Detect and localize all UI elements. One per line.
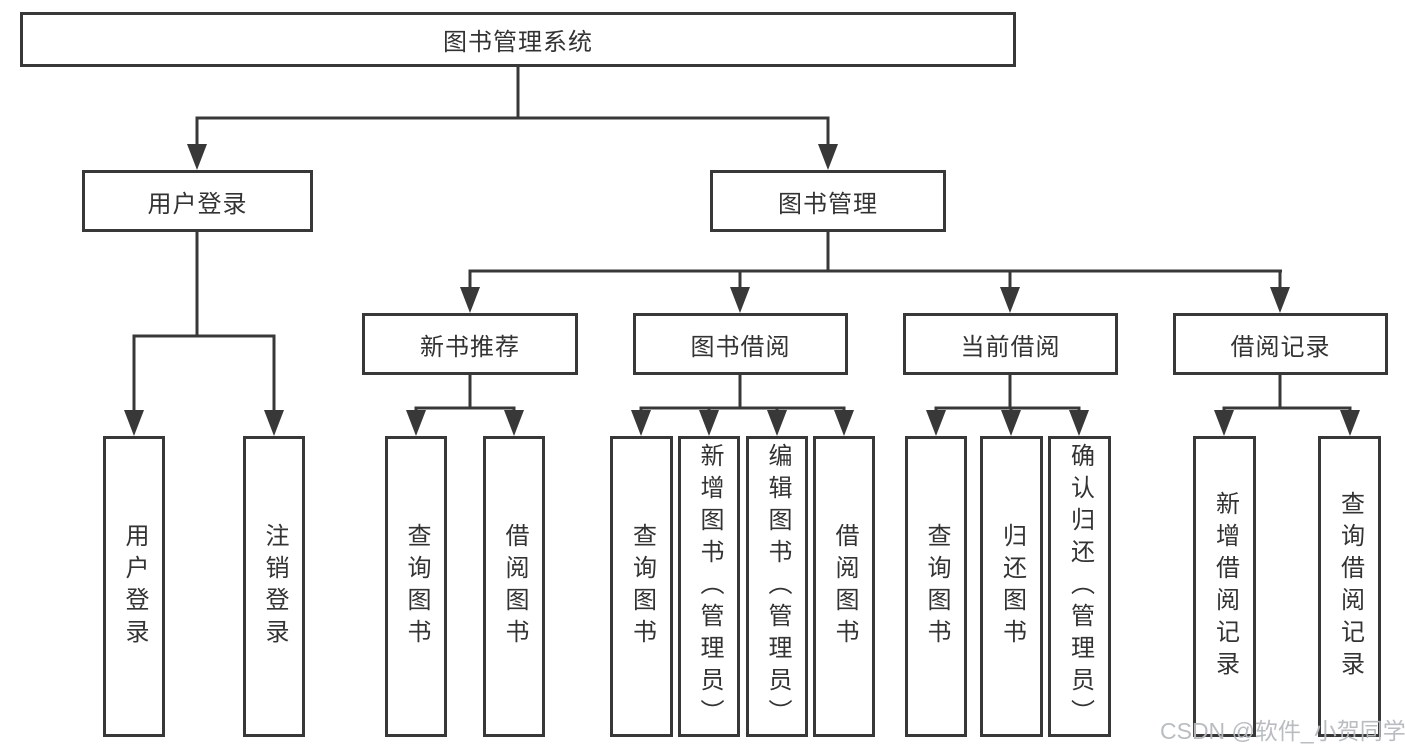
leaf-record-add-record-label: 新增借阅记录	[1211, 490, 1239, 683]
leaf-newbook-borrow-books-label: 借阅图书	[501, 522, 528, 651]
leaf-borrow-edit-book-admin: 编辑图书（管理员）	[746, 436, 808, 737]
node-book-management-label: 图书管理	[778, 190, 878, 218]
node-borrowing-records-label: 借阅记录	[1230, 333, 1331, 361]
node-borrowing-records: 借阅记录	[1173, 313, 1388, 375]
leaf-record-query-record: 查询借阅记录	[1318, 436, 1381, 737]
leaf-record-query-record-label: 查询借阅记录	[1336, 490, 1364, 683]
node-root-label: 图书管理系统	[443, 29, 593, 56]
node-root: 图书管理系统	[20, 12, 1016, 67]
leaf-borrow-edit-book-admin-label: 编辑图书（管理员）	[764, 442, 791, 731]
leaf-current-query-books: 查询图书	[905, 436, 967, 737]
leaf-borrow-borrow-books-label: 借阅图书	[831, 522, 858, 651]
leaf-borrow-query-books-label: 查询图书	[628, 522, 656, 651]
node-current-borrowing-label: 当前借阅	[960, 333, 1061, 361]
leaf-borrow-add-book-admin-label: 新增图书（管理员）	[696, 442, 723, 731]
leaf-borrow-add-book-admin: 新增图书（管理员）	[678, 436, 740, 737]
node-current-borrowing: 当前借阅	[903, 313, 1118, 375]
leaf-newbook-query-books: 查询图书	[385, 436, 447, 737]
node-user-login-label: 用户登录	[147, 190, 248, 218]
leaf-current-return-books-label: 归还图书	[998, 522, 1026, 651]
leaf-logout-label: 注销登录	[261, 522, 288, 651]
node-new-book-recommendation-label: 新书推荐	[420, 333, 520, 361]
node-book-management: 图书管理	[710, 170, 946, 232]
leaf-logout: 注销登录	[243, 436, 305, 737]
node-book-borrowing-label: 图书借阅	[690, 333, 791, 361]
leaf-current-return-books: 归还图书	[980, 436, 1043, 737]
leaf-current-confirm-return-admin: 确认归还（管理员）	[1048, 436, 1111, 737]
leaf-record-add-record: 新增借阅记录	[1193, 436, 1256, 737]
node-book-borrowing: 图书借阅	[633, 313, 848, 375]
node-user-login: 用户登录	[82, 170, 313, 232]
leaf-newbook-query-books-label: 查询图书	[403, 522, 430, 651]
leaf-user-login: 用户登录	[103, 436, 165, 737]
csdn-watermark: CSDN @软件_小贺同学	[1160, 718, 1405, 744]
leaf-borrow-borrow-books: 借阅图书	[813, 436, 875, 737]
leaf-newbook-borrow-books: 借阅图书	[483, 436, 545, 737]
node-new-book-recommendation: 新书推荐	[362, 313, 578, 375]
leaf-current-confirm-return-admin-label: 确认归还（管理员）	[1066, 442, 1094, 731]
leaf-borrow-query-books: 查询图书	[610, 436, 673, 737]
leaf-current-query-books-label: 查询图书	[923, 522, 950, 651]
leaf-user-login-label: 用户登录	[121, 522, 148, 651]
